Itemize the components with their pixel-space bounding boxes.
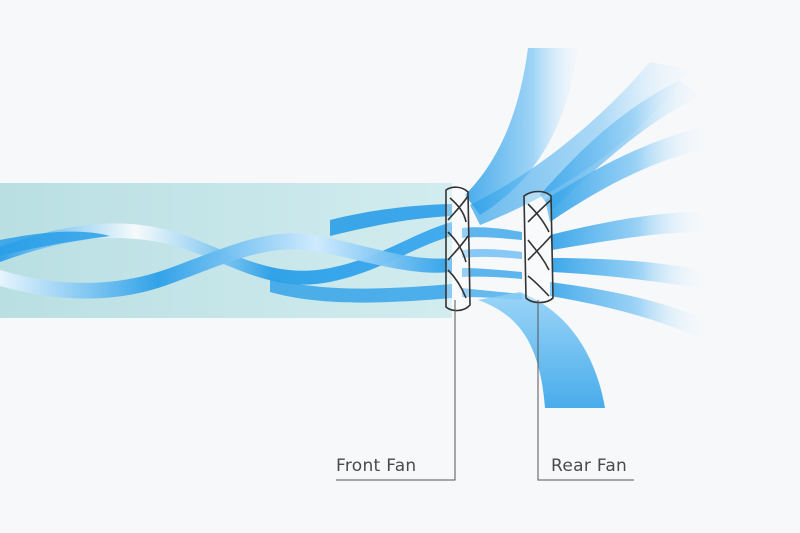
airflow-stream	[462, 248, 522, 259]
front-fan-icon	[445, 186, 471, 312]
front-fan-label: Front Fan	[336, 456, 417, 476]
airflow-stream	[462, 227, 522, 240]
front-fan-leader-line	[336, 300, 456, 481]
airflow-ribbon	[0, 233, 452, 299]
airflow-outlet-stream	[550, 282, 700, 338]
airflow-stream	[462, 268, 522, 279]
airflow-ribbon	[0, 231, 110, 256]
airflow-outlet-stream	[465, 48, 578, 215]
right-fade-overlay	[630, 0, 800, 533]
airflow-ribbon	[330, 204, 452, 236]
rear-fan-icon	[523, 190, 554, 304]
airflow-ribbon	[270, 278, 452, 303]
airflow-downward-stream	[478, 292, 605, 408]
rear-fan-label: Rear Fan	[551, 456, 628, 476]
rear-fan-leader-line	[537, 300, 634, 481]
